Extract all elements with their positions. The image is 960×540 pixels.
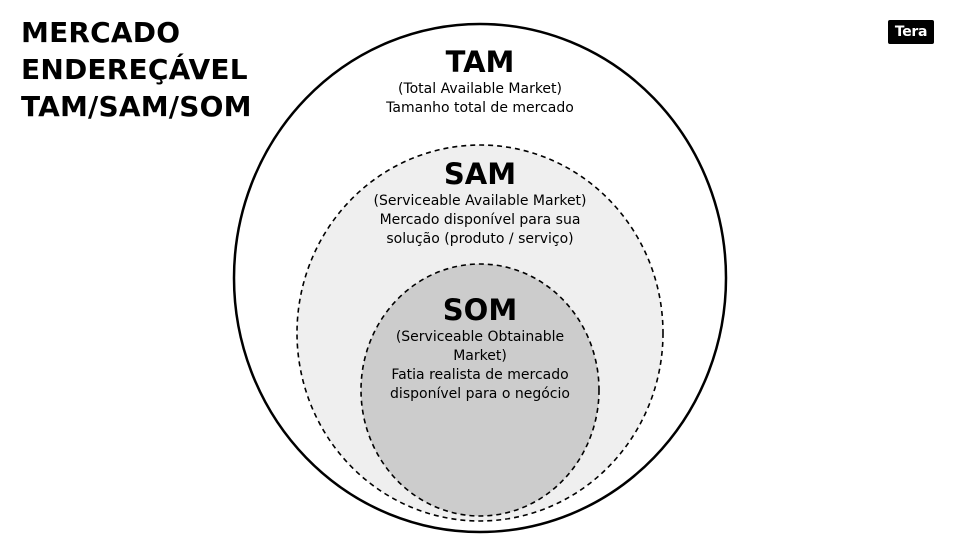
som-heading: SOM	[442, 293, 518, 327]
tam-heading: TAM	[445, 45, 515, 79]
title-line-2: ENDEREÇÁVEL	[21, 53, 248, 86]
sam-label: SAM (Serviceable Available Market) Merca…	[330, 158, 630, 249]
sam-heading: SAM	[443, 157, 517, 191]
slide-title: MERCADO ENDEREÇÁVEL TAM/SAM/SOM	[21, 14, 281, 125]
sam-line-2: Mercado disponível para sua	[379, 212, 581, 228]
title-line-3: TAM/SAM/SOM	[21, 90, 252, 123]
som-label: SOM (Serviceable Obtainable Market) Fati…	[370, 294, 590, 404]
som-line-1: (Serviceable Obtainable	[395, 329, 565, 345]
som-line-4: disponível para o negócio	[390, 386, 570, 402]
sam-line-3: solução (produto / serviço)	[386, 231, 574, 247]
som-circle	[360, 263, 600, 517]
som-line-3: Fatia realista de mercado	[391, 367, 569, 383]
title-line-1: MERCADO	[21, 16, 181, 49]
tam-line-1: (Total Available Market)	[397, 81, 562, 97]
tam-label: TAM (Total Available Market) Tamanho tot…	[330, 46, 630, 118]
tera-logo: Tera	[888, 20, 934, 44]
tam-line-2: Tamanho total de mercado	[386, 100, 574, 116]
sam-line-1: (Serviceable Available Market)	[373, 193, 587, 209]
som-line-2: Market)	[453, 348, 507, 364]
